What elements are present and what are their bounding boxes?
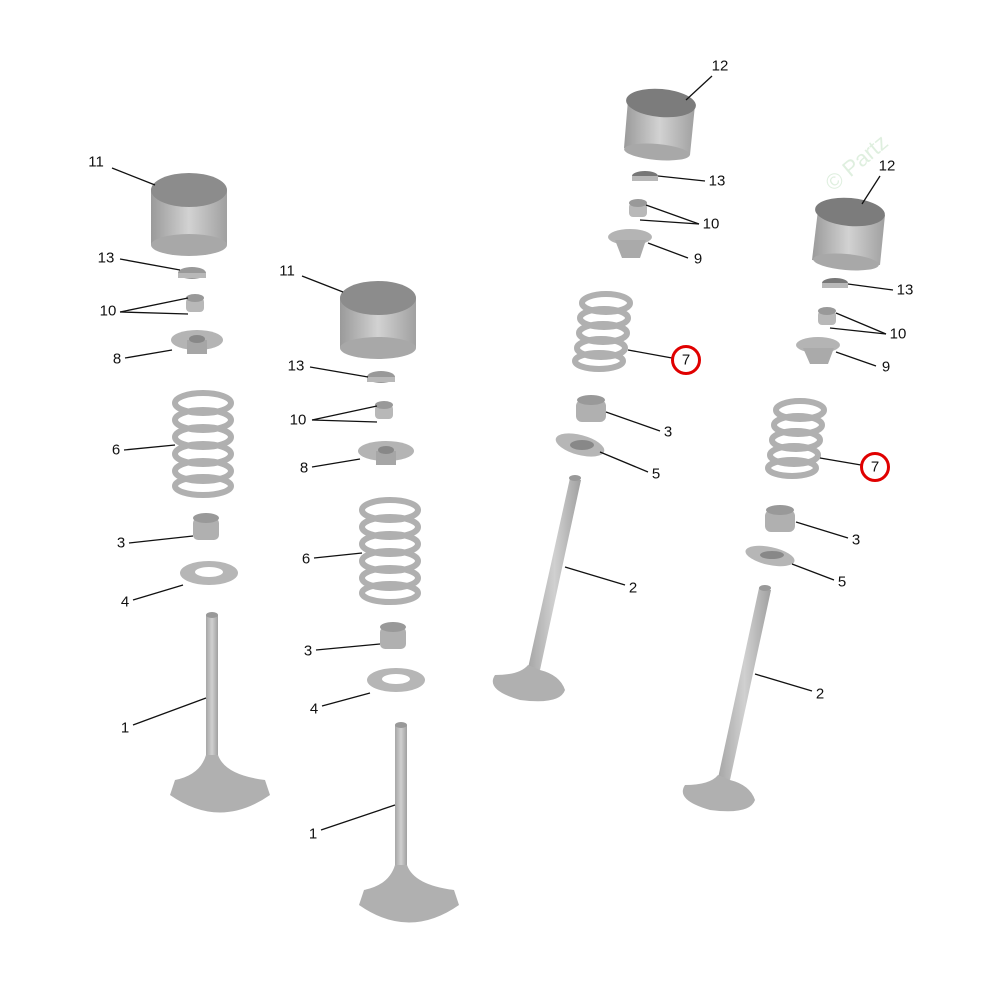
shim-13 xyxy=(632,171,658,181)
valve-seal-3 xyxy=(380,622,406,649)
retainer-9 xyxy=(796,337,840,364)
spring-6 xyxy=(359,497,421,605)
cotter-10 xyxy=(375,401,393,419)
callout-label-c2-13[interactable]: 13 xyxy=(287,357,305,375)
callout-label-c3-3[interactable]: 3 xyxy=(663,423,673,441)
callout-label-c4-3[interactable]: 3 xyxy=(851,531,861,549)
valve-lifter-11 xyxy=(340,281,416,359)
callout-label-c4-10[interactable]: 10 xyxy=(889,325,907,343)
callout-label-c1-6[interactable]: 6 xyxy=(111,441,121,459)
column-2 xyxy=(340,281,459,923)
valve-lifter-11 xyxy=(151,173,227,256)
shim-13 xyxy=(178,267,206,279)
retainer-8 xyxy=(358,441,414,465)
callout-label-c3-12[interactable]: 12 xyxy=(711,57,729,75)
callout-label-c2-3[interactable]: 3 xyxy=(303,642,313,660)
callout-label-c4-12[interactable]: 12 xyxy=(878,157,896,175)
valve-1 xyxy=(359,722,459,923)
callout-label-c3-10[interactable]: 10 xyxy=(702,215,720,233)
callout-label-c1-11[interactable]: 11 xyxy=(88,153,104,171)
valve-seal-3 xyxy=(765,505,795,532)
callout-label-c1-1[interactable]: 1 xyxy=(120,719,130,737)
cotter-10 xyxy=(186,294,204,312)
retainer-9 xyxy=(608,229,652,258)
valve-seal-3 xyxy=(193,513,219,540)
shim-13 xyxy=(822,278,848,288)
valve-seal-3 xyxy=(576,395,606,422)
spring-seat-5 xyxy=(745,545,795,567)
valve-2 xyxy=(492,475,581,702)
callout-label-c3-9[interactable]: 9 xyxy=(693,250,703,268)
callout-label-c2-4[interactable]: 4 xyxy=(309,700,319,718)
callout-label-c1-8[interactable]: 8 xyxy=(112,350,122,368)
spring-7 xyxy=(765,398,827,479)
cotter-10 xyxy=(629,199,647,217)
highlight-circle-part-7 xyxy=(671,345,701,375)
valve-lifter-12 xyxy=(812,197,885,271)
callout-label-c1-13[interactable]: 13 xyxy=(97,249,115,267)
callout-label-c4-5[interactable]: 5 xyxy=(837,573,847,591)
spring-seat-5 xyxy=(555,433,605,457)
column-1 xyxy=(151,173,270,813)
valve-lifter-12 xyxy=(624,88,696,161)
column-4 xyxy=(682,197,885,812)
spring-7 xyxy=(572,291,633,372)
callout-label-c1-4[interactable]: 4 xyxy=(120,593,130,611)
spring-seat-4 xyxy=(180,561,238,585)
spring-seat-4 xyxy=(367,668,425,692)
callout-label-c3-5[interactable]: 5 xyxy=(651,465,661,483)
column-3 xyxy=(492,88,696,702)
retainer-8 xyxy=(171,330,223,354)
leader-lines xyxy=(111,75,894,831)
callout-label-c2-8[interactable]: 8 xyxy=(299,459,309,477)
highlight-circle-part-7 xyxy=(860,452,890,482)
callout-label-c2-6[interactable]: 6 xyxy=(301,550,311,568)
callout-label-c1-10[interactable]: 10 xyxy=(99,302,117,320)
callout-label-c4-13[interactable]: 13 xyxy=(896,281,914,299)
shim-13 xyxy=(367,371,395,383)
callout-label-c3-2[interactable]: 2 xyxy=(628,579,638,597)
valve-1 xyxy=(170,612,270,813)
callout-label-c4-2[interactable]: 2 xyxy=(815,685,825,703)
callout-label-c4-9[interactable]: 9 xyxy=(881,358,891,376)
callout-label-c2-10[interactable]: 10 xyxy=(289,411,307,429)
valve-2 xyxy=(682,585,771,812)
callout-label-c1-3[interactable]: 3 xyxy=(116,534,126,552)
cotter-10 xyxy=(818,307,836,325)
callout-label-c3-13[interactable]: 13 xyxy=(708,172,726,190)
spring-6 xyxy=(172,390,234,498)
callout-label-c2-11[interactable]: 11 xyxy=(279,262,295,280)
callout-label-c2-1[interactable]: 1 xyxy=(308,825,318,843)
